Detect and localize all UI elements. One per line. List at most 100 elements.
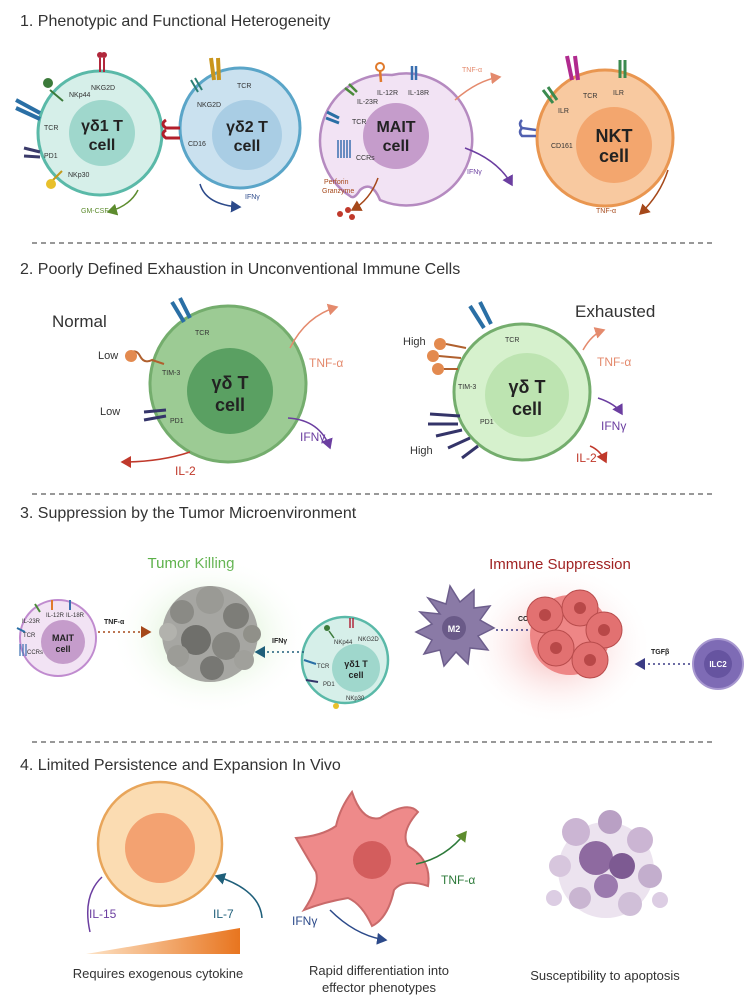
nkp30-label: NKp30	[68, 172, 90, 179]
tumor-mass-icon	[159, 586, 261, 682]
normal-tim3-receptor-icon	[125, 350, 165, 365]
gd2-tcr-label: TCR	[237, 83, 251, 90]
mait-cell: MAIT cell IL-12R IL-18R IL-23R TCR CCRs …	[318, 62, 513, 220]
pd1-receptor-icon	[23, 146, 41, 159]
s3-gd1-pd1-label: PD1	[323, 682, 335, 688]
normal-il2-arrow	[120, 451, 191, 468]
gd2-ifng-label: IFNγ	[245, 194, 260, 201]
ilr-receptor-icon	[541, 86, 559, 104]
nkt-tnfa-arrow	[638, 169, 669, 216]
normal-pd1-level: Low	[100, 406, 120, 418]
normal-title: Normal	[52, 312, 107, 331]
s3-nkg2d-label: NKG2D	[358, 637, 379, 643]
exhausted-il2-label: IL-2	[576, 451, 597, 465]
exhausted-pd1-level: High	[410, 445, 433, 457]
normal-tcr-receptor-icon	[170, 297, 192, 324]
s3-tnfa-label: TNF-α	[104, 619, 125, 626]
mait-tcr-receptor-icon	[325, 110, 340, 125]
s4-tnfa-label: TNF-α	[441, 873, 475, 887]
exhausted-tcr-receptor-icon	[468, 301, 493, 330]
exhausted-il2-arrow	[589, 445, 608, 464]
nkt-tcr-receptor-icon	[565, 55, 580, 81]
caption-rapid-differentiation-line1: Rapid differentiation into	[309, 963, 449, 978]
ilr-receptor-icon	[618, 60, 627, 78]
tcr-receptor-icon	[209, 57, 221, 81]
caption-exogenous-cytokine: Requires exogenous cytokine	[73, 966, 244, 981]
perforin-arrow	[350, 177, 379, 211]
exhausted-title: Exhausted	[575, 302, 655, 321]
s3-il23r-label: IL-23R	[22, 619, 41, 625]
s3-nkp44-label: NKp44	[334, 640, 353, 646]
section-2-title: 2. Poorly Defined Exhaustion in Unconven…	[20, 261, 460, 278]
mait-name-line2: cell	[383, 138, 410, 155]
immune-suppression-heading: Immune Suppression	[489, 556, 631, 573]
cd16-label: CD16	[188, 141, 206, 148]
tumor-cell-cluster-icon	[526, 589, 623, 679]
il23r-label: IL-23R	[357, 99, 378, 106]
s3-il18r-label: IL-18R	[66, 613, 85, 619]
s4-ifng-label: IFNγ	[292, 914, 317, 928]
normal-tcr-label: TCR	[195, 330, 209, 337]
ilc2-label: ILC2	[709, 660, 727, 669]
s3-mait-name-line1: MAIT	[52, 633, 74, 643]
gd1-name-line2: cell	[89, 137, 116, 154]
il15-arrow	[87, 876, 103, 933]
gd1-t-cell: γδ1 T cell NKp44 NKG2D TCR PD1 NKp30 GM-…	[15, 52, 164, 216]
s3-gd1-tcr-label: TCR	[317, 664, 330, 670]
gd2-name-line2: cell	[234, 138, 261, 155]
s3-mait-cell: MAIT cell IL-12R IL-18R IL-23R TCR CCRs	[16, 599, 97, 677]
il15-label: IL-15	[89, 907, 117, 921]
il7-label: IL-7	[213, 907, 234, 921]
mait-tnfa-label: TNF-α	[462, 67, 482, 74]
gd2-ifng-arrow	[199, 183, 242, 213]
il12r-receptor-icon	[375, 62, 385, 83]
normal-tim3-label: TIM-3	[162, 370, 180, 377]
exhausted-tnfa-label: TNF-α	[597, 355, 631, 369]
s3-mait-receptors-icon	[16, 600, 71, 656]
nkp30-receptor-icon	[46, 170, 63, 189]
perforin-label: Perforin	[324, 179, 349, 186]
s3-gd1-name-line1: γδ1 T	[344, 659, 368, 669]
s3-ifng-label: IFNγ	[272, 638, 287, 645]
nkt-ilr-label-2: ILR	[558, 108, 569, 115]
effector-cell-icon	[294, 789, 430, 928]
mait-name-line1: MAIT	[376, 119, 415, 136]
exhausted-cell-name-line2: cell	[512, 399, 542, 419]
exhausted-tcr-label: TCR	[505, 337, 519, 344]
normal-il2-label: IL-2	[175, 464, 196, 478]
gm-csf-arrow	[106, 189, 139, 216]
nkt-name-line1: NKT	[596, 126, 633, 146]
section-4-title: 4. Limited Persistence and Expansion In …	[20, 757, 341, 774]
normal-cell-name-line1: γδ T	[212, 373, 249, 393]
cd16-receptor-icon	[161, 118, 180, 140]
granule-icon	[337, 207, 355, 220]
ccrs-receptor-icon	[337, 140, 351, 158]
nkt-cell: NKT cell TCR ILR ILR CD161 TNF-α	[518, 55, 675, 216]
cd161-receptor-icon	[518, 119, 537, 138]
s3-gd1-receptors-icon	[303, 618, 354, 709]
exhausted-tim3-label: TIM-3	[458, 384, 476, 391]
normal-pd1-receptor-icon	[143, 408, 167, 422]
normal-tnfa-arrow	[289, 303, 339, 349]
il18r-label: IL-18R	[408, 90, 429, 97]
cytokine-gradient-wedge	[86, 928, 240, 954]
s3-il12r-label: IL-12R	[46, 613, 65, 619]
s4-ifng-arrow	[329, 909, 388, 945]
s3-tcr-label: TCR	[23, 633, 36, 639]
exhausted-tim3-level: High	[403, 336, 426, 348]
gd2-name-line1: γδ2 T	[226, 119, 268, 136]
nkt-tcr-label: TCR	[583, 93, 597, 100]
caption-apoptosis: Susceptibility to apoptosis	[530, 968, 680, 983]
nkg2d-label: NKG2D	[91, 85, 115, 92]
nkp44-label: NKp44	[69, 92, 91, 99]
exhausted-pd1-label: PD1	[480, 419, 494, 426]
tgfb-label: TGFβ	[651, 649, 670, 656]
section-1-title: 1. Phenotypic and Functional Heterogenei…	[20, 13, 330, 30]
gd2-t-cell: γδ2 T cell TCR NKG2D CD16 IFNγ	[161, 57, 302, 213]
normal-tim3-level: Low	[98, 350, 118, 362]
nkg2d-receptor-icon	[190, 77, 203, 93]
mait-tcr-label: TCR	[352, 119, 366, 126]
ilc2-cell: ILC2	[692, 638, 744, 690]
s3-nkp30-label: NKp30	[346, 696, 365, 702]
